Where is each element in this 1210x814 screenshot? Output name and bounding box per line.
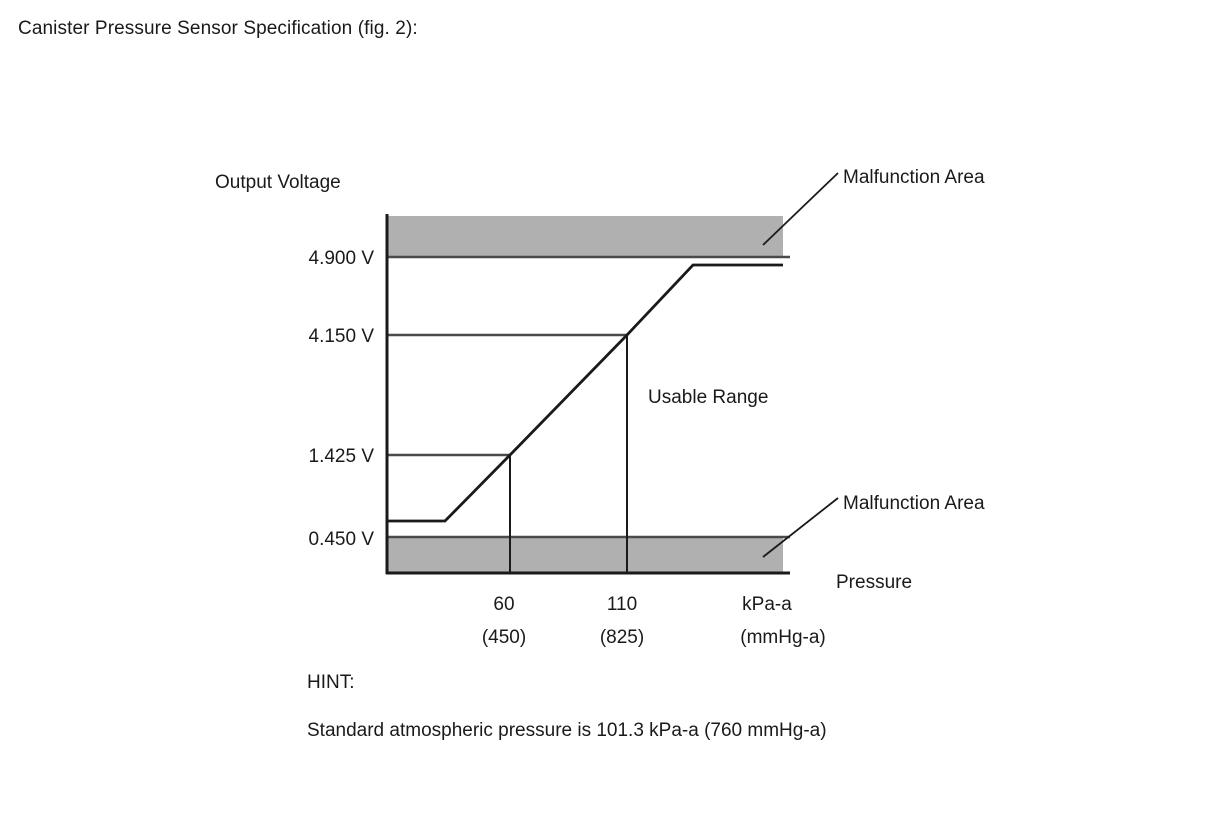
chart-svg: Output Voltage Pressure Malfunction Area… [215,167,985,648]
x-unit-label-mmhg: (mmHg-a) [740,627,826,648]
y-tick-label-1425: 1.425 V [309,446,375,467]
leader-line-malfunction-upper [762,172,839,246]
x-tick-label-110: 110 [607,594,637,615]
malfunction-area-label-upper: Malfunction Area [843,167,985,188]
sensor-specification-figure: Output Voltage Pressure Malfunction Area… [0,95,1210,655]
hint-block: HINT: Standard atmospheric pressure is 1… [307,672,827,742]
y-axis-title: Output Voltage [215,172,341,193]
x-axis-title: Pressure [836,572,912,593]
hint-text: Standard atmospheric pressure is 101.3 k… [307,720,827,741]
x-unit-label-kpa: kPa-a [742,594,792,615]
hint-label: HINT: [307,672,355,693]
usable-range-label: Usable Range [648,387,768,408]
x-tick-label-60: 60 [493,594,514,615]
y-tick-label-4150: 4.150 V [309,326,375,347]
leader-line-malfunction-lower [762,497,839,558]
malfunction-band-upper [386,216,783,257]
y-tick-label-4900: 4.900 V [309,248,375,269]
y-tick-label-0450: 0.450 V [309,529,375,550]
x-tick-label-450: (450) [482,627,526,648]
sensor-output-curve [386,263,783,523]
malfunction-area-label-lower: Malfunction Area [843,493,985,514]
x-tick-label-825: (825) [600,627,644,648]
malfunction-band-lower [386,537,783,574]
page-title: Canister Pressure Sensor Specification (… [18,18,418,39]
